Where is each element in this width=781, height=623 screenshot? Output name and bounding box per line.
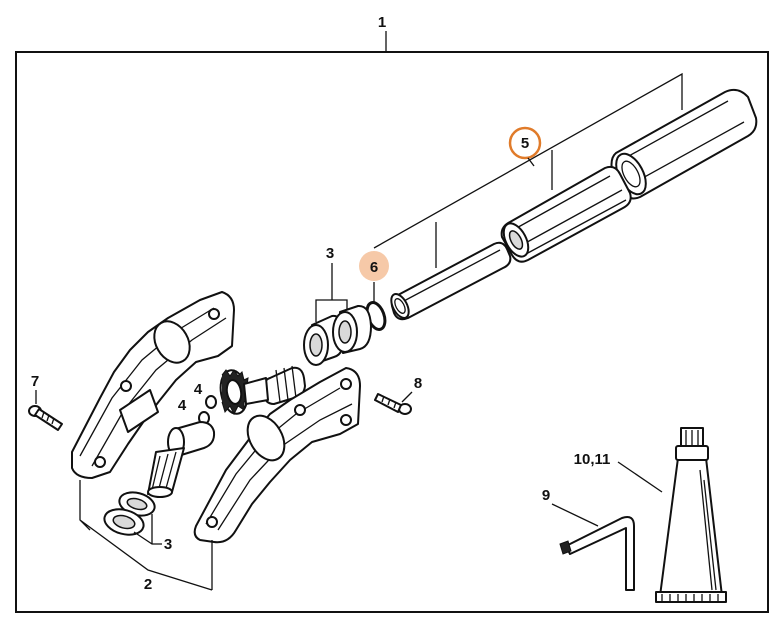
callout-2-label: 2 bbox=[144, 576, 152, 593]
gear-housing-left[interactable] bbox=[71, 291, 235, 479]
callout-4-upper-label: 4 bbox=[194, 381, 203, 398]
callout-8[interactable]: 8 bbox=[401, 375, 422, 403]
bevel-gear-part[interactable] bbox=[217, 365, 306, 416]
pin-upper[interactable]: 4 bbox=[194, 381, 217, 409]
gear-housing-right[interactable] bbox=[193, 367, 361, 544]
callout-3-upper[interactable]: 3 bbox=[315, 245, 348, 322]
callout-3-lower-label: 3 bbox=[164, 536, 172, 553]
callout-3-lower[interactable]: 3 bbox=[133, 514, 172, 553]
callout-5-highlight-ring bbox=[508, 126, 542, 160]
callout-5[interactable]: 5 bbox=[508, 126, 542, 167]
pin-lower[interactable]: 4 bbox=[178, 397, 210, 425]
callout-9[interactable]: 9 bbox=[542, 487, 599, 527]
callout-1-label: 1 bbox=[378, 14, 386, 31]
callout-8-label: 8 bbox=[414, 375, 422, 392]
grease-tube-part[interactable] bbox=[655, 427, 727, 603]
drive-tube-group[interactable] bbox=[373, 72, 758, 321]
callout-7-label: 7 bbox=[31, 373, 39, 390]
callout-10-11-label: 10,11 bbox=[574, 451, 611, 468]
callout-9-label: 9 bbox=[542, 487, 550, 504]
callout-3-upper-label: 3 bbox=[326, 245, 334, 262]
ball-bearing-pair-upper[interactable] bbox=[303, 304, 372, 366]
callout-6[interactable]: 6 bbox=[359, 251, 389, 302]
diagram-frame bbox=[15, 51, 769, 613]
ball-bearing-pair-lower[interactable] bbox=[102, 489, 158, 539]
screw-left-part[interactable] bbox=[28, 405, 63, 431]
screw-right-part[interactable] bbox=[374, 393, 412, 415]
pinion-shaft-part[interactable] bbox=[147, 421, 216, 498]
callout-10-11[interactable]: 10,11 bbox=[574, 451, 663, 493]
callout-4-lower-label: 4 bbox=[178, 397, 187, 414]
callout-6-highlight bbox=[359, 251, 389, 281]
callout-5-label: 5 bbox=[521, 135, 529, 152]
callout-7[interactable]: 7 bbox=[31, 373, 39, 404]
callout-6-label: 6 bbox=[370, 259, 378, 276]
callout-2[interactable]: 2 bbox=[79, 480, 213, 593]
callout-1[interactable]: 1 bbox=[378, 14, 387, 52]
hex-key-part[interactable] bbox=[559, 516, 635, 591]
